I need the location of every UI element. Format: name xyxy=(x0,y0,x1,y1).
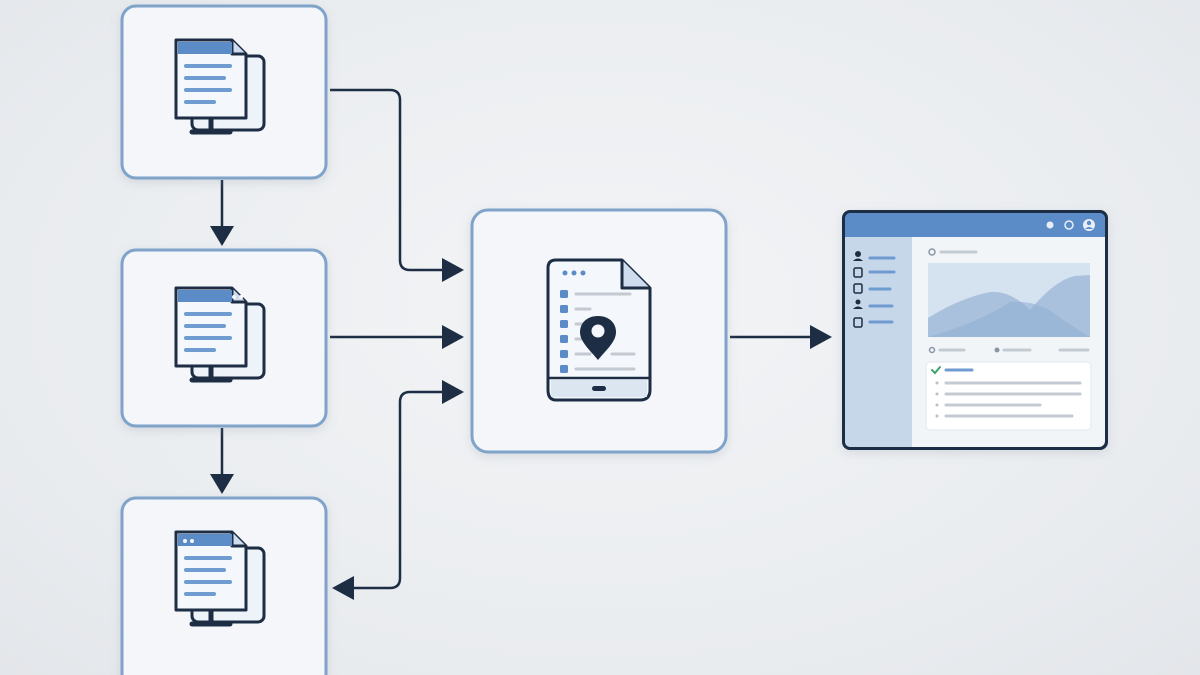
sidebar-item-profile[interactable] xyxy=(853,251,896,261)
window-dot-icon xyxy=(183,539,187,543)
edge-workstation-1-to-workstation-2 xyxy=(210,180,234,246)
central-hub-node xyxy=(470,208,728,454)
sidebar-item-users[interactable] xyxy=(853,299,894,310)
window-dot-icon xyxy=(232,295,236,299)
workstation-node-3 xyxy=(120,496,328,675)
edge-central-hub-to-workstation-3 xyxy=(332,380,464,600)
stat-icon xyxy=(994,347,1000,353)
search-icon[interactable] xyxy=(928,248,936,256)
workstation-node-1 xyxy=(120,4,328,180)
edge-workstation-2-to-workstation-3 xyxy=(210,428,234,494)
tablet-location-document-icon xyxy=(546,258,652,402)
window-dot-icon xyxy=(190,539,194,543)
dashboard-sidebar xyxy=(845,237,912,447)
edge-central-hub-to-dashboard xyxy=(730,325,832,349)
sidebar-item-documents[interactable] xyxy=(853,267,896,278)
connectors xyxy=(210,88,832,600)
stat-icon xyxy=(928,346,936,354)
sidebar-item-files[interactable] xyxy=(853,283,892,294)
task-list-card xyxy=(925,361,1092,431)
edge-workstation-1-to-central-hub xyxy=(330,88,464,282)
status-dot-icon xyxy=(1046,221,1054,229)
checkmark-icon xyxy=(931,366,941,375)
location-pin-icon xyxy=(580,316,616,360)
sidebar-item-settings[interactable] xyxy=(853,317,894,328)
user-avatar-icon[interactable] xyxy=(1083,219,1095,231)
window-dot-icon xyxy=(239,295,243,299)
help-icon[interactable] xyxy=(1064,220,1074,230)
workstation-node-2 xyxy=(120,248,328,428)
window-title-bar xyxy=(845,213,1105,237)
dashboard-window xyxy=(842,210,1108,450)
checklist-icon xyxy=(560,290,636,373)
edge-workstation-2-to-central-hub xyxy=(330,325,464,349)
area-chart-graphic xyxy=(928,263,1090,337)
